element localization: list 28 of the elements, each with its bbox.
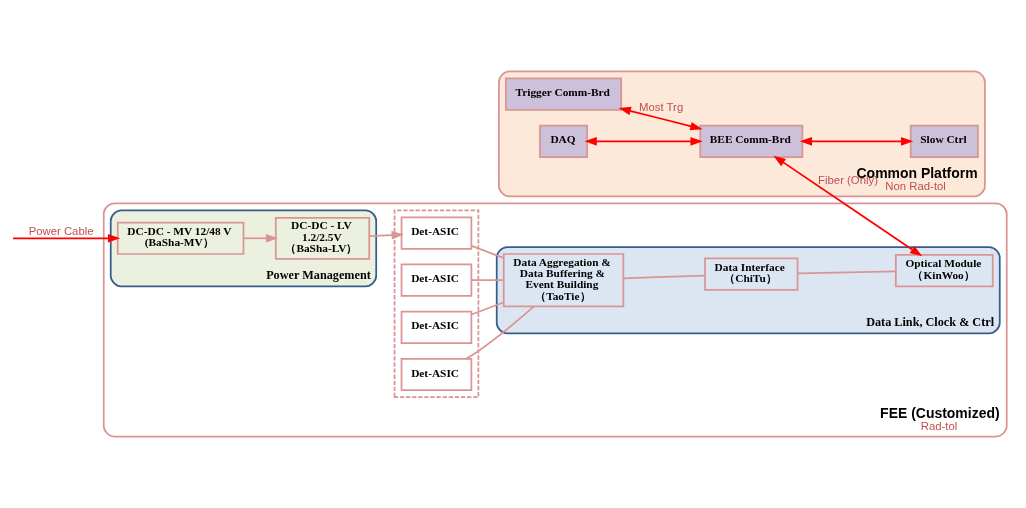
node-box: Det-ASIC: [400, 216, 473, 250]
arrow: [773, 155, 923, 257]
node-box: Optical Module （KinWoo）: [894, 254, 994, 288]
edge-label: Most Trg: [639, 101, 684, 114]
connector: [622, 274, 706, 280]
node-box: Det-ASIC: [400, 263, 473, 297]
arrow: [242, 234, 279, 243]
arrow: [799, 137, 914, 146]
connector: [470, 245, 505, 259]
connector: [796, 270, 897, 275]
node-box: Data Aggregation & Data Buffering & Event Building （TaoTie）: [502, 253, 625, 308]
arrow: [584, 137, 703, 146]
node-box: Slow Ctrl: [909, 124, 979, 158]
node-box: Trigger Comm-Brd: [505, 77, 623, 111]
connector: [470, 301, 505, 316]
node-box: DAQ: [539, 124, 588, 158]
arrow: [12, 234, 121, 243]
arrow: [368, 230, 404, 240]
node-box: Det-ASIC: [400, 310, 473, 344]
node-box: Det-ASIC: [400, 357, 473, 392]
node-box: DC-DC - MV 12/48 V (BaSha-MV）: [116, 221, 245, 255]
connector: [470, 279, 505, 282]
node-box: BEE Comm-Brd: [699, 124, 804, 158]
edge-label: Power Cable: [28, 225, 94, 238]
connector: [465, 305, 535, 360]
node-box: Data Interface （ChiTu）: [704, 257, 799, 291]
arrow: [618, 106, 703, 131]
node-box: DC-DC - LV 1.2/2.5V （BaSha-LV）: [274, 216, 371, 260]
